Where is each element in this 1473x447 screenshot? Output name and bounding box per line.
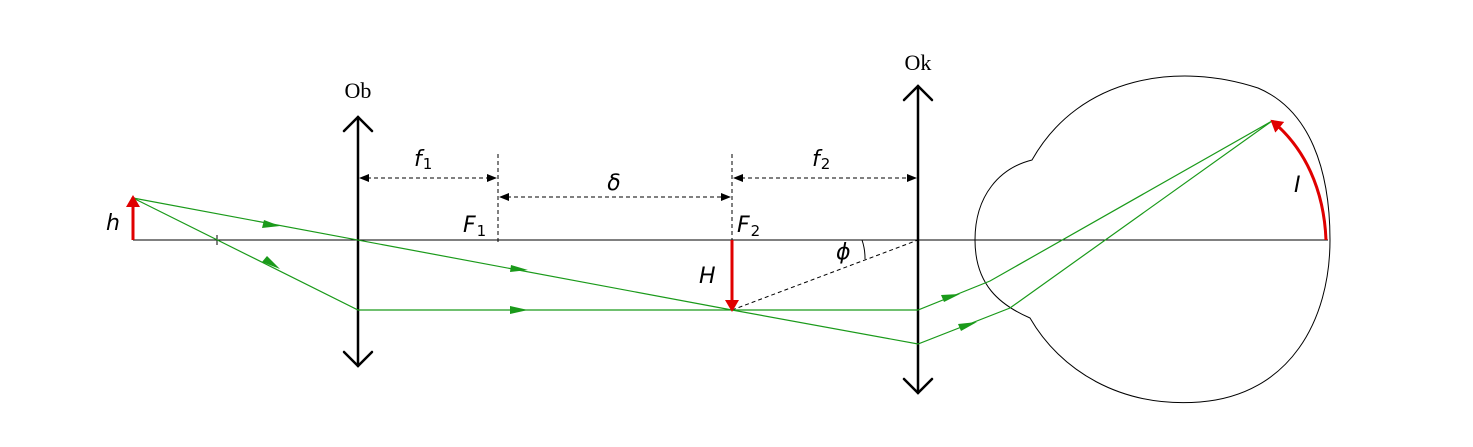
ray-marginal bbox=[132, 120, 1273, 311]
phi-angle-arc bbox=[861, 239, 866, 260]
f2-label: f2 bbox=[812, 147, 830, 173]
object-height-label: h bbox=[106, 211, 120, 236]
objective-label: Ob bbox=[345, 78, 372, 103]
light-rays bbox=[132, 120, 1273, 345]
phi-label: ϕ bbox=[836, 240, 851, 265]
eyepiece-lens bbox=[902, 84, 934, 395]
ray-arrow-3 bbox=[510, 265, 528, 272]
retinal-image-label: I bbox=[1294, 173, 1301, 198]
ray-arrow-4 bbox=[510, 306, 528, 314]
eyepiece-label: Ok bbox=[905, 50, 932, 75]
ray-arrow-6 bbox=[958, 322, 977, 331]
objective-lens bbox=[342, 115, 374, 368]
ray-direction-arrows bbox=[262, 220, 977, 331]
ray-chief bbox=[132, 120, 1273, 345]
F2-label: F2 bbox=[737, 213, 760, 240]
f1-label: f1 bbox=[414, 147, 432, 173]
ray-arrow-2 bbox=[262, 256, 280, 269]
ray-arrow-5 bbox=[941, 294, 960, 302]
F1-label: F1 bbox=[463, 213, 486, 240]
phi-construction-line bbox=[731, 239, 919, 311]
intermediate-image-label: H bbox=[699, 264, 716, 289]
delta-label: δ bbox=[607, 171, 620, 196]
ray-arrow-1 bbox=[262, 220, 280, 228]
retinal-image-arc bbox=[1270, 119, 1328, 241]
eye-outline bbox=[974, 75, 1331, 404]
